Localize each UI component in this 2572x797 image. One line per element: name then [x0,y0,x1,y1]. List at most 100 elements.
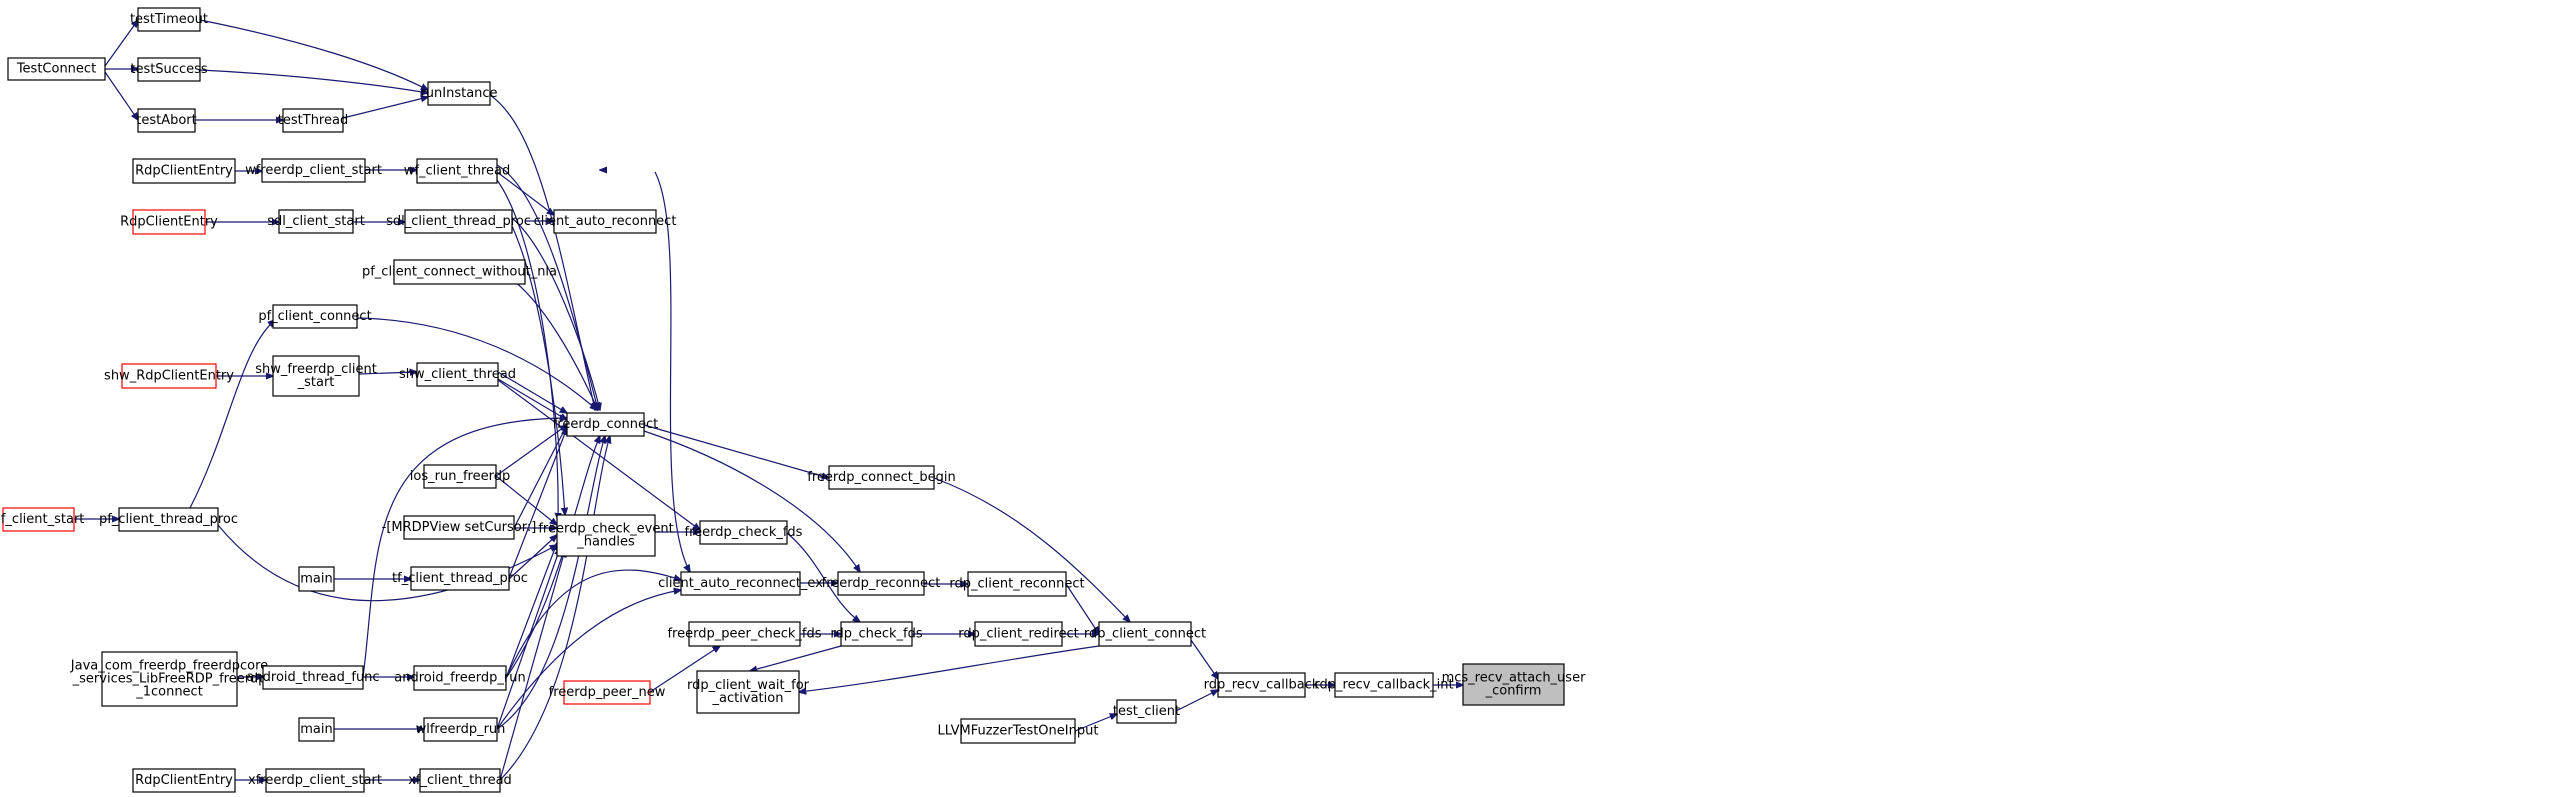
function-node-label: sdl_client_start [267,214,365,229]
function-node-label: wlfreerdp_run [416,722,506,737]
function-node-mcs-recv-attach-user-confirm[interactable]: mcs_recv_attach_user_confirm [1442,663,1587,706]
function-node-java-connect[interactable]: Java_com_freerdp_freerdpcore_services_Li… [70,651,268,707]
function-node-label: freerdp_connect [553,417,659,432]
function-node-mrdpview[interactable]: -[MRDPView setCursor:] [382,515,537,540]
function-node-label: shw_RdpClientEntry [104,369,234,384]
function-node-box [403,515,515,540]
function-node-ios-run-freerdp[interactable]: ios_run_freerdp [410,464,510,489]
function-node-freerdp-connect-begin[interactable]: freerdp_connect_begin [807,465,956,490]
function-node-pf-client-start[interactable]: pf_client_start [0,507,84,532]
call-edge [496,164,598,410]
function-node-label: android_freerdp_run [394,671,525,686]
call-edge-path [189,320,275,509]
call-edge-path [496,171,554,215]
function-node-freerdp-reconnect[interactable]: freerdp_reconnect [822,571,941,596]
function-node-box [563,680,651,705]
function-node-box [828,465,935,490]
function-node-box [974,621,1063,647]
function-node-xfreerdp-client-start[interactable]: xfreerdp_client_start [248,768,382,793]
function-node-box [699,520,788,545]
function-node-runinstance[interactable]: runInstance [420,81,498,106]
function-node-testabort[interactable]: testAbort [136,108,197,133]
function-node-box [132,768,236,793]
function-node-rdp-client-redirect[interactable]: rdp_client_redirect [958,621,1079,647]
function-node-box [423,464,497,489]
function-node-shw-client-thread[interactable]: shw_client_thread [399,362,516,387]
function-node-wf-client-thread[interactable]: wf_client_thread [404,158,511,184]
function-node-client-auto-reconnect-ex[interactable]: client_auto_reconnect_ex [658,571,823,596]
function-node-client-auto-reconnect[interactable]: client_auto_reconnect [534,209,677,234]
function-node-main-tf[interactable]: main [298,566,335,592]
function-node-box [265,768,365,793]
function-node-label: Java_com_freerdp_freerdpcore [70,659,268,674]
function-node-android-thread-func[interactable]: android_thread_func [246,665,380,690]
function-node-box [282,108,344,133]
call-edge [505,543,557,679]
function-node-testtimeout[interactable]: testTimeout [130,7,208,32]
call-edge [497,371,567,413]
function-node-box [278,209,354,234]
function-node-pf-client-connect-without-nla[interactable]: pf_client_connect_without_nla [362,259,557,285]
function-node-box [840,621,913,647]
function-node-box [298,566,335,592]
function-node-sdl-client-start[interactable]: sdl_client_start [267,209,365,234]
function-node-box [410,566,510,591]
call-edge-path [199,19,428,90]
function-node-xf-client-thread[interactable]: xf_client_thread [408,768,512,793]
function-node-freerdp-check-fds[interactable]: freerdp_check_fds [685,520,803,545]
function-node-label: freerdp_peer_check_fds [667,627,821,642]
function-node-wlfreerdp-run[interactable]: wlfreerdp_run [416,717,506,742]
call-edge [786,532,860,622]
function-node-box [413,665,507,691]
function-node-rdpcliententry-wf[interactable]: RdpClientEntry [132,158,236,184]
function-node-label: sdl_client_thread_proc [386,214,531,229]
function-node-freerdp-connect[interactable]: freerdp_connect [553,412,659,437]
function-node-testthread[interactable]: testThread [278,108,348,133]
function-node-label: ios_run_freerdp [410,469,510,484]
function-node-label: TestConnect [16,62,96,77]
function-node-box [101,651,238,707]
function-node-box [118,507,219,532]
function-node-sdl-client-thread-proc[interactable]: sdl_client_thread_proc [386,209,531,234]
call-edge-path [643,424,829,478]
function-node-freerdp-peer-new[interactable]: freerdp_peer_new [549,680,666,705]
function-node-rdp-client-reconnect[interactable]: rdp_client_reconnect [949,571,1085,597]
function-node-rdp-check-fds[interactable]: rdp_check_fds [830,621,923,647]
function-node-android-freerdp-run[interactable]: android_freerdp_run [394,665,526,691]
function-node-rdp-recv-callback-int[interactable]: rdp_recv_callback_int [1314,672,1454,698]
function-node-rdp-client-wait-for-activation[interactable]: rdp_client_wait_for_activation [687,670,810,714]
function-node-main-wl[interactable]: main [298,717,335,742]
function-node-wfreerdp-client-start[interactable]: wfreerdp_client_start [245,158,382,183]
function-node-test-client[interactable]: test_client [1113,699,1180,724]
function-node-label: RdpClientEntry [135,164,233,179]
function-node-shw-rdpcliententry[interactable]: shw_RdpClientEntry [104,363,234,389]
function-node-rdp-client-connect[interactable]: rdp_client_connect [1084,621,1206,647]
function-node-pf-client-thread-proc[interactable]: pf_client_thread_proc [99,507,238,532]
function-node-testconnect[interactable]: TestConnect [7,57,106,81]
function-node-testsuccess[interactable]: testSuccess [130,57,208,82]
function-node-pf-client-connect[interactable]: pf_client_connect [258,304,372,329]
call-edge [750,645,842,671]
function-node-llvmfuzzertestoneinput[interactable]: LLVMFuzzerTestOneInput [938,718,1099,744]
function-node-tf-client-thread-proc[interactable]: tf_client_thread_proc [392,566,528,591]
function-node-label: client_auto_reconnect [534,214,677,229]
function-node-shw-freerdp-client-start[interactable]: shw_freerdp_client_start [255,355,377,397]
call-edge [511,225,565,515]
function-node-rdpcliententry-sdl[interactable]: RdpClientEntry [120,209,218,235]
call-edge [497,379,700,530]
function-node-label: pf_client_thread_proc [99,512,238,527]
call-edges [74,20,1463,780]
function-node-label: _handles [576,535,635,550]
function-node-box [423,717,498,742]
call-edge-path [508,428,567,579]
function-node-box [416,158,498,184]
function-node-freerdp-peer-check-fds[interactable]: freerdp_peer_check_fds [667,621,822,647]
call-edge [358,372,417,374]
function-node-rdp-recv-callback[interactable]: rdp_recv_callback [1204,672,1320,698]
function-node-rdpcliententry-xf[interactable]: RdpClientEntry [132,768,236,793]
function-node-label: freerdp_connect_begin [807,470,955,485]
call-edge-path [654,171,690,572]
call-edge-path [505,569,681,679]
function-node-freerdp-check-event-handles[interactable]: freerdp_check_event_handles [538,514,674,557]
